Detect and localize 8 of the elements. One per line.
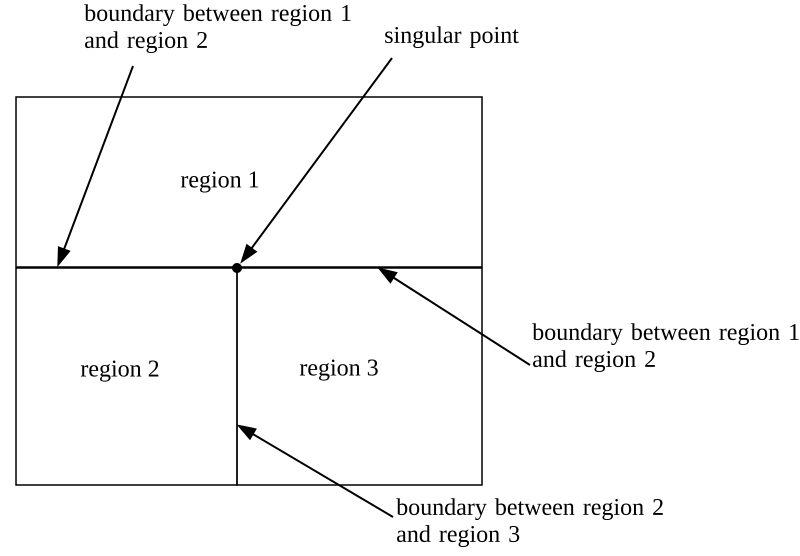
annotation-text: boundary between region 1 and region 2 <box>532 323 799 372</box>
singular-point-dot <box>232 263 242 273</box>
annotation-text: boundary between region 1 and region 2 <box>84 4 351 54</box>
region-box: region 3 <box>236 267 483 486</box>
annotation-text: boundary between region 2 and region 3 <box>396 498 663 548</box>
annotation-text: singular point <box>385 26 519 48</box>
region-box: region 2 <box>15 267 238 486</box>
region-box: region 1 <box>15 96 483 268</box>
